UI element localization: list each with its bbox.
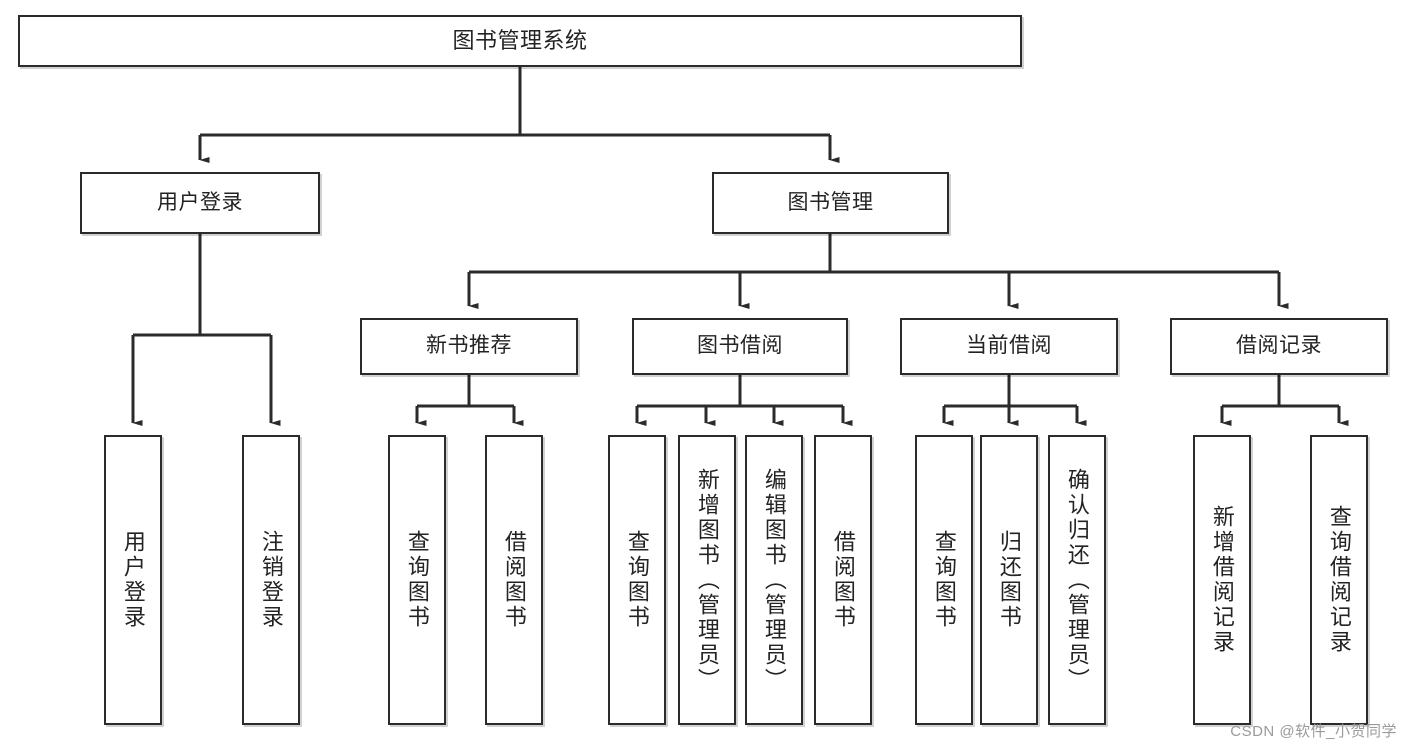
node-label: 当前借阅 bbox=[966, 334, 1052, 358]
node-label: 用户登录 bbox=[120, 530, 146, 630]
node-book-borrow[interactable]: 图书借阅 bbox=[632, 318, 848, 375]
node-book-management[interactable]: 图书管理 bbox=[712, 172, 949, 234]
leaf-edit-book-admin[interactable]: 编辑图书（管理员） bbox=[745, 435, 803, 725]
node-label: 归还图书 bbox=[996, 530, 1022, 630]
leaf-borrow-book[interactable]: 借阅图书 bbox=[814, 435, 872, 725]
leaf-user-login[interactable]: 用户登录 bbox=[104, 435, 162, 725]
node-label: 图书管理系统 bbox=[452, 28, 588, 54]
node-label: 用户登录 bbox=[157, 190, 243, 214]
node-label: 查询借阅记录 bbox=[1326, 505, 1352, 655]
node-borrow-record[interactable]: 借阅记录 bbox=[1170, 318, 1388, 375]
node-label: 查询图书 bbox=[404, 530, 430, 630]
node-label: 查询图书 bbox=[624, 530, 650, 630]
node-label: 借阅记录 bbox=[1236, 334, 1322, 358]
node-user-login[interactable]: 用户登录 bbox=[80, 172, 320, 234]
node-label: 借阅图书 bbox=[830, 530, 856, 630]
node-root-book-management-system[interactable]: 图书管理系统 bbox=[18, 15, 1022, 67]
leaf-query-book-borrow[interactable]: 查询图书 bbox=[608, 435, 666, 725]
node-current-borrow[interactable]: 当前借阅 bbox=[900, 318, 1118, 375]
node-label: 新增图书（管理员） bbox=[694, 467, 720, 693]
node-label: 查询图书 bbox=[931, 530, 957, 630]
node-label: 图书管理 bbox=[787, 190, 874, 214]
leaf-borrow-book-recommend[interactable]: 借阅图书 bbox=[485, 435, 543, 725]
leaf-logout[interactable]: 注销登录 bbox=[242, 435, 300, 725]
leaf-query-borrow-record[interactable]: 查询借阅记录 bbox=[1310, 435, 1368, 725]
node-label: 确认归还（管理员） bbox=[1064, 467, 1090, 693]
node-label: 新增借阅记录 bbox=[1209, 505, 1235, 655]
node-label: 借阅图书 bbox=[501, 530, 527, 630]
leaf-confirm-return-admin[interactable]: 确认归还（管理员） bbox=[1048, 435, 1106, 725]
node-label: 注销登录 bbox=[258, 530, 284, 630]
leaf-add-borrow-record[interactable]: 新增借阅记录 bbox=[1193, 435, 1251, 725]
leaf-return-book[interactable]: 归还图书 bbox=[980, 435, 1038, 725]
node-label: 编辑图书（管理员） bbox=[761, 467, 787, 693]
leaf-add-book-admin[interactable]: 新增图书（管理员） bbox=[678, 435, 736, 725]
csdn-watermark: CSDN @软件_小贺同学 bbox=[1230, 723, 1397, 740]
leaf-query-book-current[interactable]: 查询图书 bbox=[915, 435, 973, 725]
node-new-book-recommend[interactable]: 新书推荐 bbox=[360, 318, 578, 375]
leaf-query-book-recommend[interactable]: 查询图书 bbox=[388, 435, 446, 725]
node-label: 新书推荐 bbox=[426, 334, 512, 358]
node-label: 图书借阅 bbox=[697, 334, 783, 358]
